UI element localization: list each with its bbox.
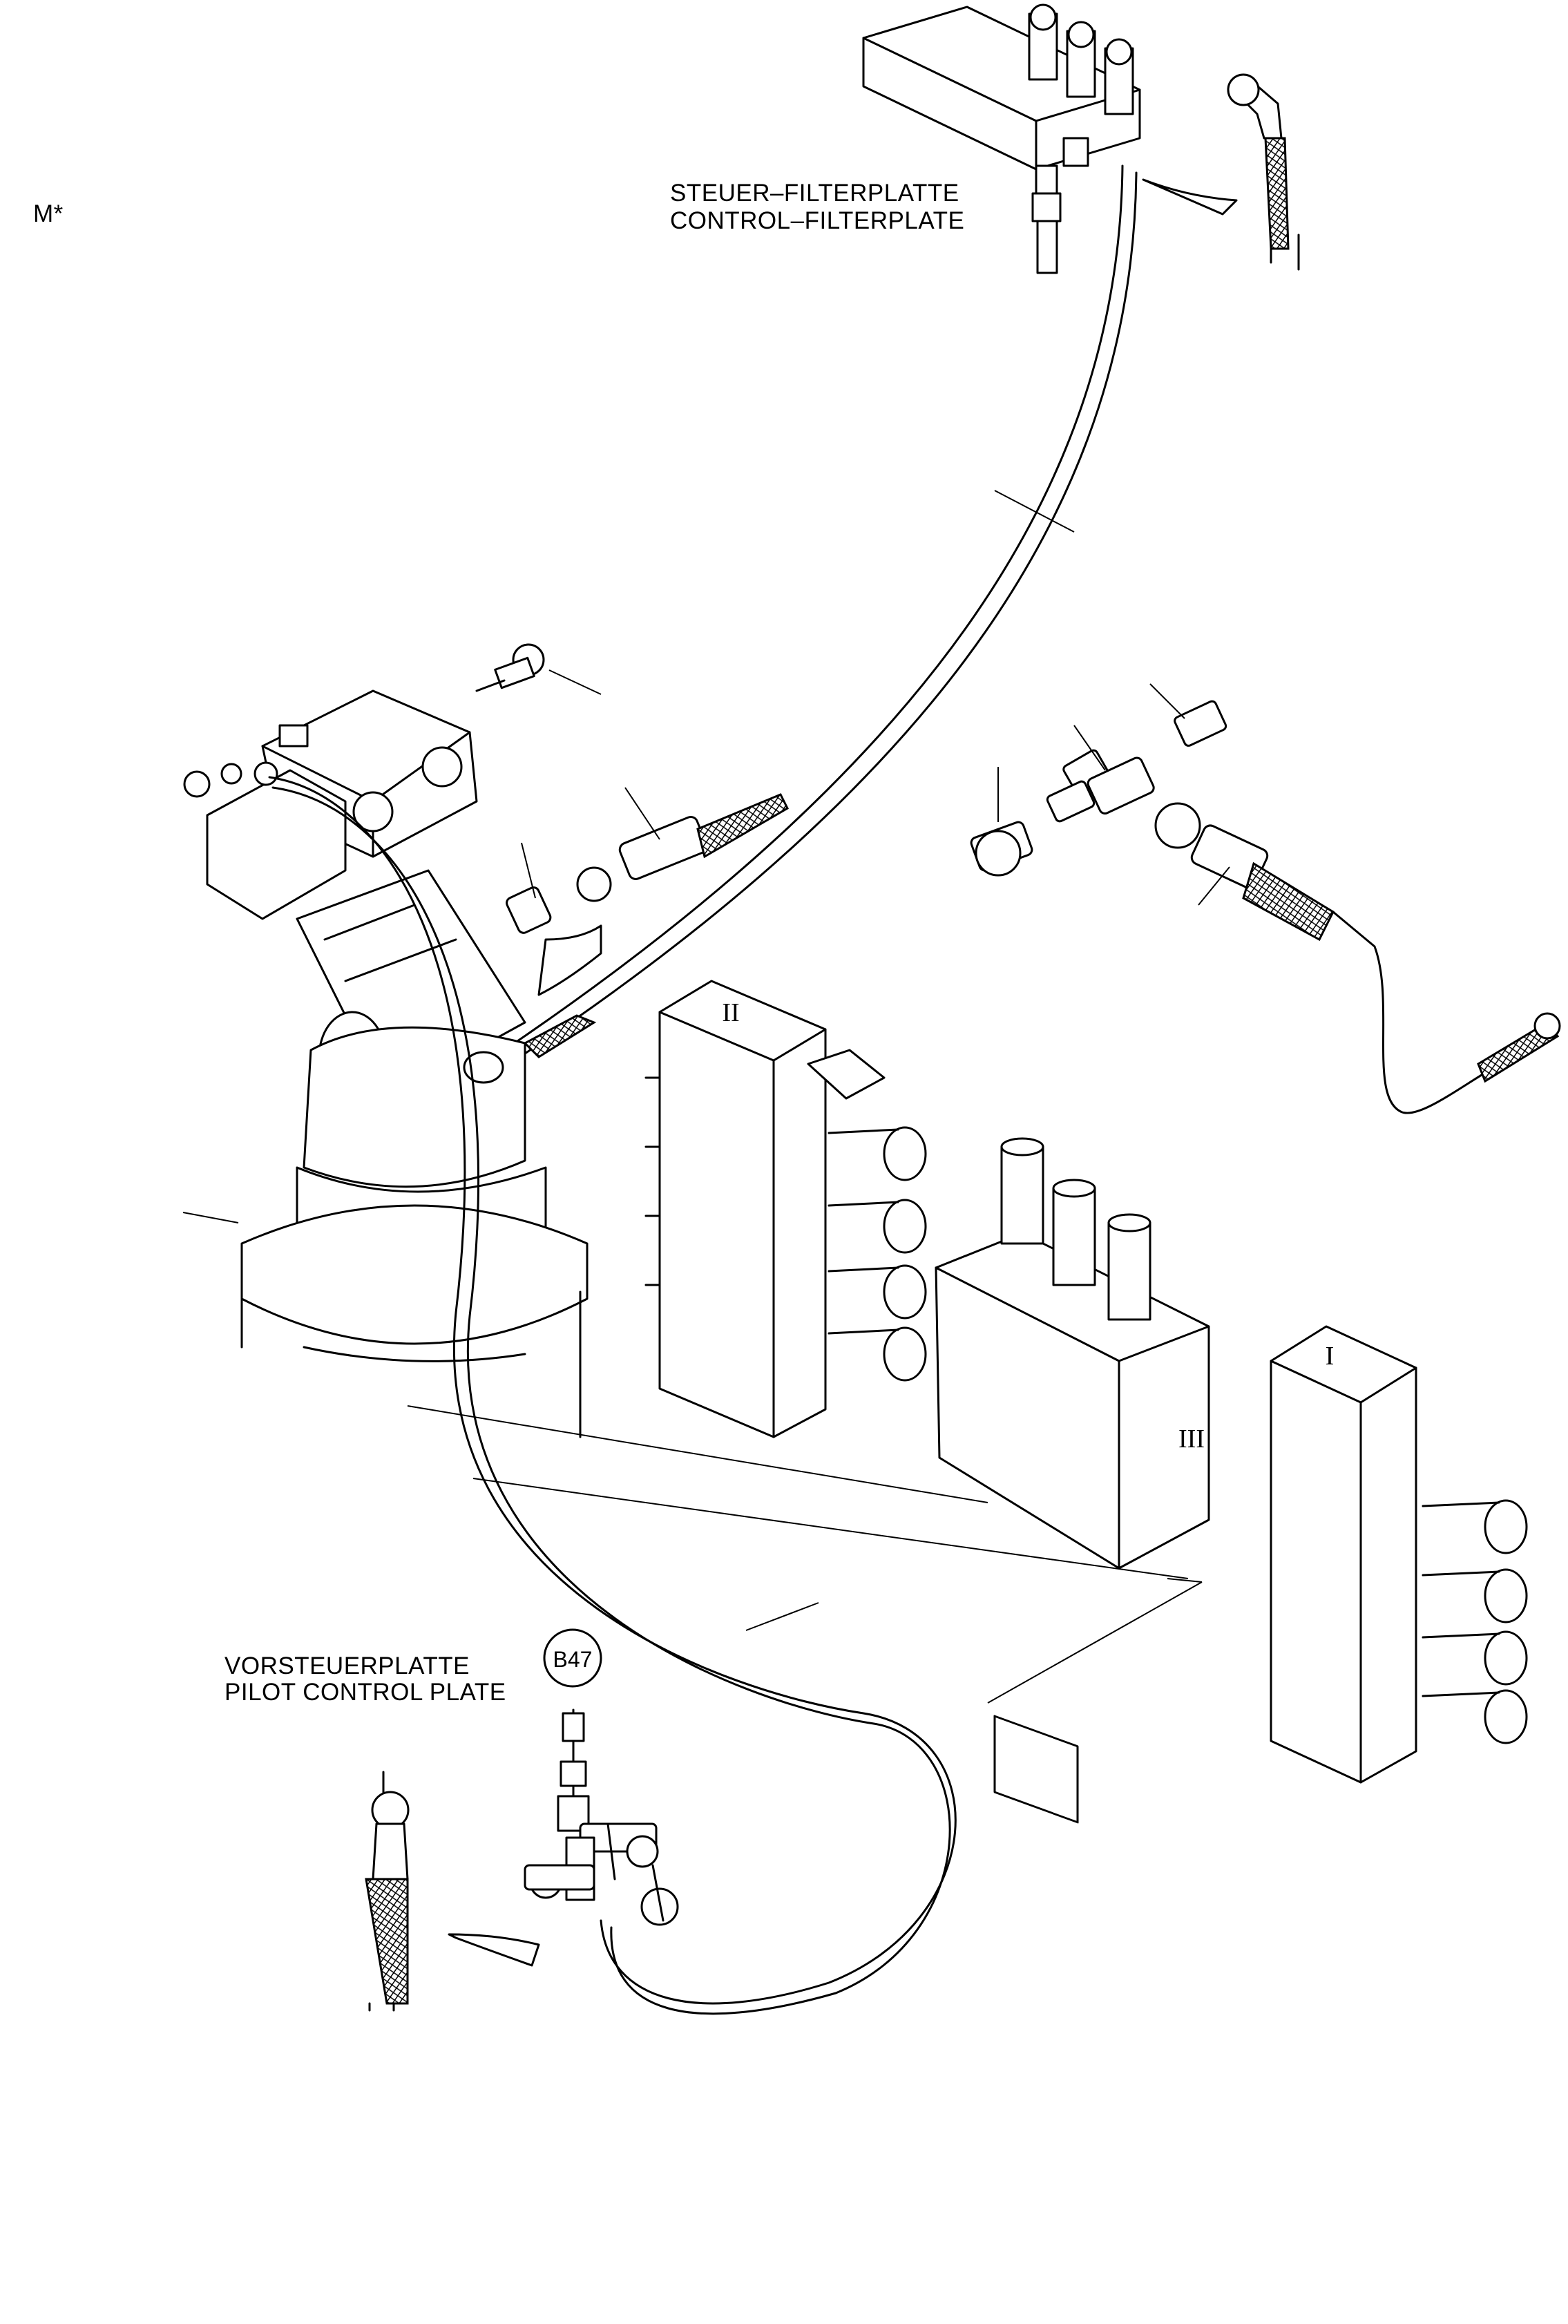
control-filter-plate <box>862 3 1141 274</box>
valve-block-1 <box>1270 1325 1528 1784</box>
valve-block-2-label: II <box>722 998 739 1027</box>
control-filter-label-en: CONTROL–FILTERPLATE <box>670 207 965 234</box>
valve-block-1-label: I <box>1326 1342 1335 1371</box>
b47-callout <box>543 1628 602 1688</box>
coupling-left <box>506 787 789 934</box>
leader-lines <box>182 1212 1203 1704</box>
plug-fitting <box>475 643 602 695</box>
pilot-control-plate <box>524 1708 679 1926</box>
valve-block-3-label: III <box>1178 1425 1205 1454</box>
valve-block-3 <box>935 1137 1210 1824</box>
pilot-hose-main <box>503 164 1124 1051</box>
pilot-control-label-de: VORSTEUERPLATTE <box>224 1652 470 1679</box>
pilot-hose-lower <box>268 776 957 2005</box>
valve-block-2 <box>644 980 927 1438</box>
hose-end-bottom-left <box>365 1771 540 2012</box>
b47-text: B47 <box>553 1647 593 1672</box>
model-marker: M* <box>33 200 64 227</box>
pilot-control-label-en: PILOT CONTROL PLATE <box>224 1679 506 1706</box>
rotary-joint <box>183 689 589 1438</box>
tee-fitting <box>970 683 1561 1114</box>
hose-end-top-right <box>1142 73 1300 271</box>
control-filter-label-de: STEUER–FILTERPLATTE <box>670 180 959 207</box>
